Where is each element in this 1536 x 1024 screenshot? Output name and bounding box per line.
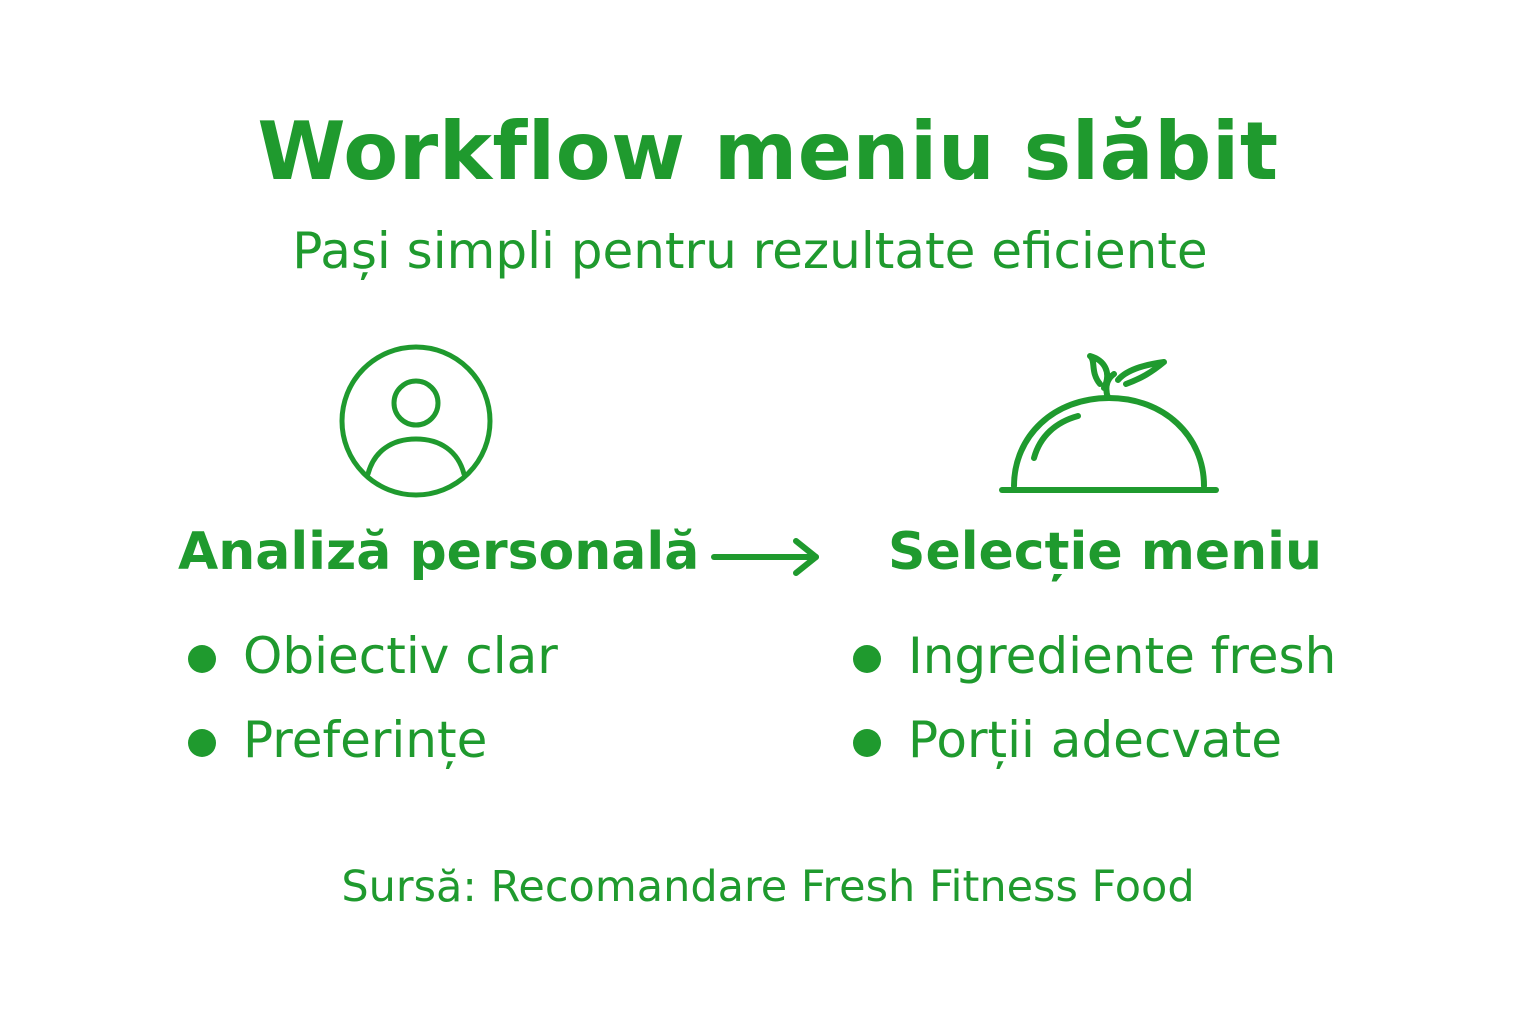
step-heading-menu-selection: Selecție meniu	[888, 522, 1323, 582]
bullet-text: Porții adecvate	[908, 711, 1283, 769]
bullet-text: Ingrediente fresh	[908, 627, 1337, 685]
arrow-right-icon	[708, 537, 824, 577]
diagram-subtitle: Pași simpli pentru rezultate eficiente	[292, 222, 1208, 280]
bullet-text: Preferințe	[243, 711, 488, 769]
bullet-text: Obiectiv clar	[243, 627, 558, 685]
bullet-dot-icon	[188, 729, 216, 757]
bullet-dot-icon	[853, 645, 881, 673]
bullet-dot-icon	[853, 729, 881, 757]
step-heading-personal-analysis: Analiză personală	[178, 522, 700, 582]
source-note: Sursă: Recomandare Fresh Fitness Food	[341, 862, 1195, 912]
bullet-dot-icon	[188, 645, 216, 673]
diagram-title: Workflow meniu slăbit	[257, 105, 1279, 198]
food-cloche-icon	[996, 350, 1222, 496]
user-circle-icon	[338, 343, 494, 499]
